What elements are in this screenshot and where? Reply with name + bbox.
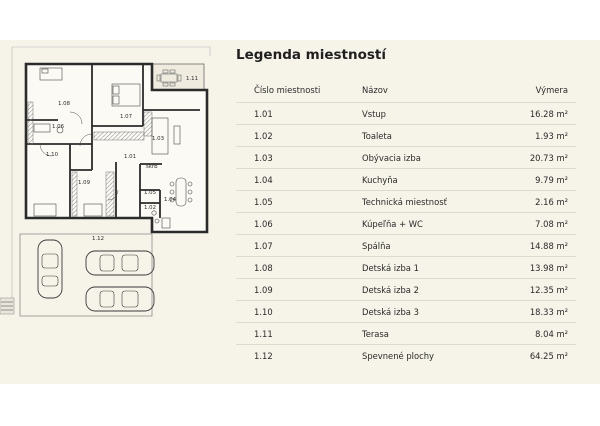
- room-area: 64.25 m²: [529, 351, 568, 361]
- car-vertical: [37, 239, 63, 299]
- room-name: Terasa: [362, 329, 389, 339]
- room-number: 1.08: [254, 263, 273, 273]
- room-number: 1.05: [254, 197, 273, 207]
- room-number: 1.11: [254, 329, 273, 339]
- room-number: 1.03: [254, 153, 273, 163]
- car-horizontal-1: [85, 250, 155, 276]
- room-number: 1.02: [254, 131, 273, 141]
- table-row: 1.06 Kúpeľňa + WC 7.08 m²: [236, 212, 576, 235]
- table-row: 1.10 Detská izba 3 18.33 m²: [236, 300, 576, 323]
- room-area: 9.79 m²: [535, 175, 568, 185]
- table-row: 1.02 Toaleta 1.93 m²: [236, 124, 576, 147]
- room-name: Spevnené plochy: [362, 351, 434, 361]
- room-number: 1.10: [254, 307, 273, 317]
- legend-table-header: Číslo miestnosti Názov Výmera: [236, 82, 576, 98]
- table-row: 1.09 Detská izba 2 12.35 m²: [236, 278, 576, 301]
- room-name: Spálňa: [362, 241, 391, 251]
- room-area: 8.04 m²: [535, 329, 568, 339]
- room-area: 14.88 m²: [529, 241, 568, 251]
- table-row: 1.05 Technická miestnosť 2.16 m²: [236, 190, 576, 213]
- room-number: 1.01: [254, 109, 273, 119]
- table-row: 1.04 Kuchyňa 9.79 m²: [236, 168, 576, 191]
- room-area: 12.35 m²: [529, 285, 568, 295]
- room-number: 1.12: [254, 351, 273, 361]
- room-label-1-06: 1.06: [52, 124, 65, 130]
- room-number: 1.07: [254, 241, 273, 251]
- scale-bar: [0, 297, 15, 315]
- room-area: 13.98 m²: [529, 263, 568, 273]
- room-label-1-03: 1.03: [152, 136, 164, 142]
- car-horizontal-2: [85, 286, 155, 312]
- room-name: Vstup: [362, 109, 387, 119]
- room-label-1-04: 1.04: [164, 197, 177, 203]
- room-area: 2.16 m²: [535, 197, 568, 207]
- room-label-1-02: 1.02: [144, 205, 156, 211]
- room-name: Kuchyňa: [362, 175, 398, 185]
- room-area: 1.93 m²: [535, 131, 568, 141]
- room-area: 16.28 m²: [529, 109, 568, 119]
- room-name: Detská izba 3: [362, 307, 419, 317]
- room-number: 1.06: [254, 219, 273, 229]
- room-label-1-07: 1.07: [120, 114, 132, 120]
- room-label-1-11: 1.11: [186, 76, 198, 82]
- room-name: Kúpeľňa + WC: [362, 219, 423, 229]
- table-row: 1.11 Terasa 8.04 m²: [236, 322, 576, 345]
- room-number: 1.09: [254, 285, 273, 295]
- header-room-number: Číslo miestnosti: [254, 85, 321, 95]
- content-card: 1.08 1.07 1.11 1.03 1.06 1.10 1.01 skrb …: [0, 40, 600, 384]
- room-name: Detská izba 1: [362, 263, 419, 273]
- room-name: Technická miestnosť: [362, 197, 447, 207]
- header-room-name: Názov: [362, 85, 388, 95]
- room-name: Obývacia izba: [362, 153, 421, 163]
- paved-area: [19, 233, 153, 317]
- table-row: 1.07 Spálňa 14.88 m²: [236, 234, 576, 257]
- room-label-1-01: 1.01: [124, 154, 136, 160]
- room-label-1-09: 1.09: [78, 180, 91, 186]
- door-swings: [39, 111, 119, 201]
- site-boundary: [12, 46, 211, 56]
- room-area: 18.33 m²: [529, 307, 568, 317]
- room-name: Detská izba 2: [362, 285, 419, 295]
- room-area: 20.73 m²: [529, 153, 568, 163]
- floor-plan-drawing: 1.08 1.07 1.11 1.03 1.06 1.10 1.01 skrb …: [0, 46, 211, 317]
- room-area: 7.08 m²: [535, 219, 568, 229]
- room-label-1-10: 1.10: [46, 152, 59, 158]
- room-number: 1.04: [254, 175, 273, 185]
- table-row: 1.01 Vstup 16.28 m²: [236, 102, 576, 125]
- room-name: Toaleta: [362, 131, 392, 141]
- table-row: 1.12 Spevnené plochy 64.25 m²: [236, 344, 576, 367]
- internal-walls: [26, 64, 200, 218]
- legend-title: Legenda miestností: [236, 47, 387, 63]
- room-label-1-05: 1.05: [144, 190, 156, 196]
- room-label-1-08: 1.08: [58, 101, 71, 107]
- header-room-area: Výmera: [535, 85, 568, 95]
- room-label-1-12: 1.12: [92, 236, 104, 242]
- furniture: [33, 67, 193, 229]
- house-outer-walls: [24, 62, 209, 234]
- table-row: 1.03 Obývacia izba 20.73 m²: [236, 146, 576, 169]
- table-row: 1.08 Detská izba 1 13.98 m²: [236, 256, 576, 279]
- floor-plan: 1.08 1.07 1.11 1.03 1.06 1.10 1.01 skrb …: [0, 40, 230, 384]
- terrace-furniture: [156, 69, 182, 87]
- room-label-skrb: skrb: [146, 164, 158, 170]
